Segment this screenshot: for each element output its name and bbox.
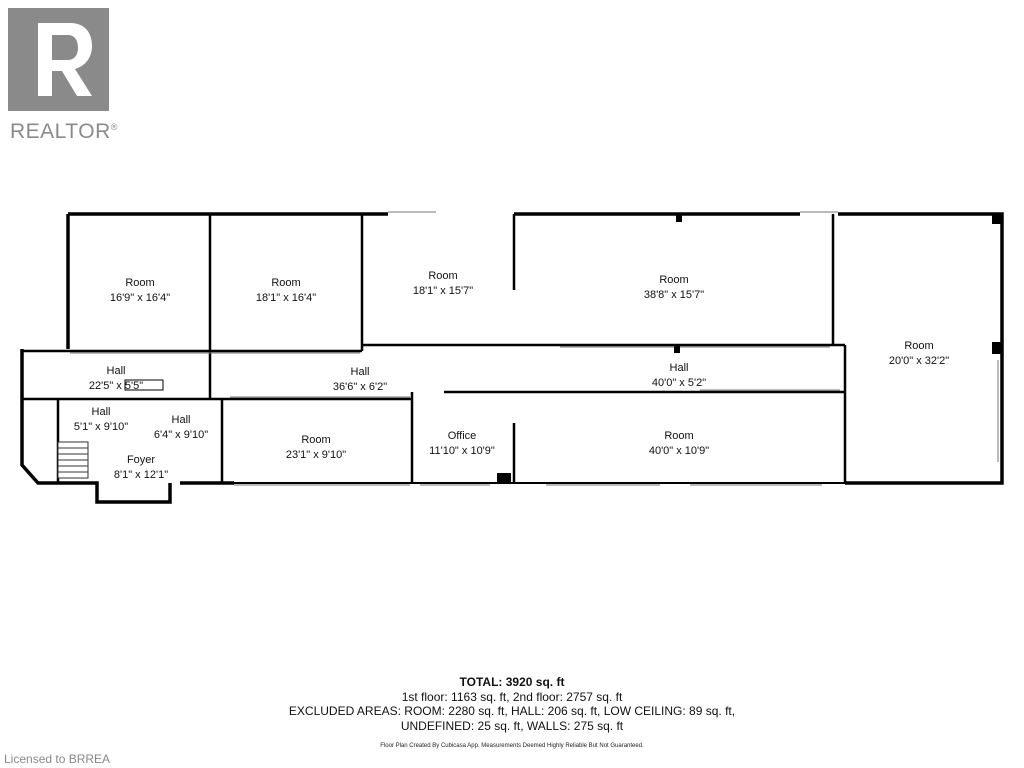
hall-fixture (124, 379, 164, 391)
columns (497, 214, 1002, 483)
stairs (57, 441, 89, 479)
exterior-walls (20, 212, 1004, 504)
undefined-areas: UNDEFINED: 25 sq. ft, WALLS: 275 sq. ft (400, 718, 624, 733)
floor-areas: 1st floor: 1163 sq. ft, 2nd floor: 2757 … (401, 689, 623, 704)
realtor-wordmark: REALTOR® (10, 120, 118, 143)
excluded-areas: EXCLUDED AREAS: ROOM: 2280 sq. ft, HALL:… (288, 704, 736, 718)
realtor-r-icon (8, 8, 109, 111)
license-note: Licensed to BRREA (4, 752, 111, 766)
total-area: TOTAL: 3920 sq. ft (459, 675, 565, 689)
windows (70, 211, 999, 486)
plan-credit: Floor Plan Created By Cubicasa App. Meas… (380, 743, 644, 749)
interior-walls (22, 214, 847, 483)
realtor-logo: REALTOR® (8, 8, 120, 143)
area-summary: TOTAL: 3920 sq. ft 1st floor: 1163 sq. f… (0, 675, 1024, 733)
